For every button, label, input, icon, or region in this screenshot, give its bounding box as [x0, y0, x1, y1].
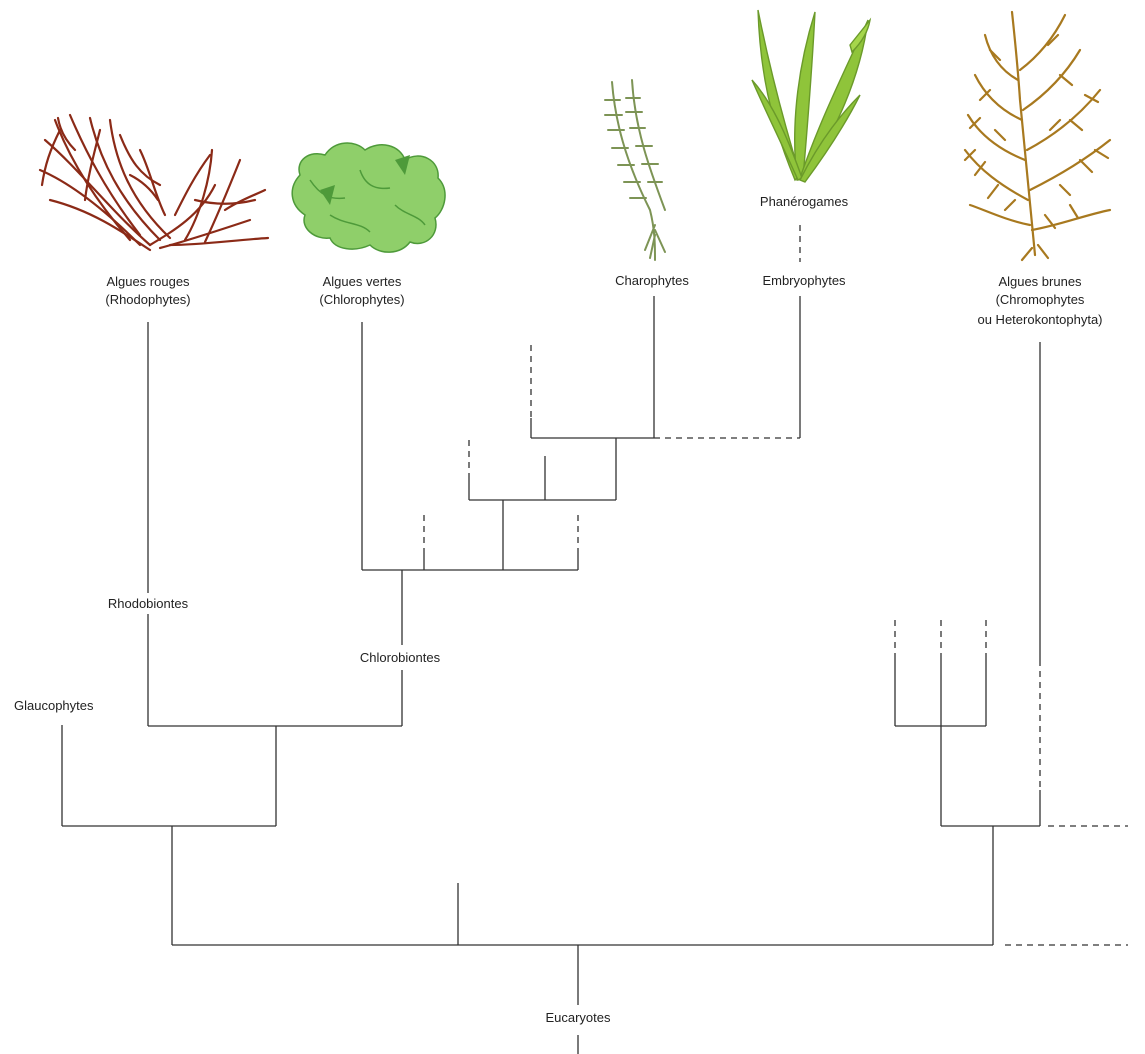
clade-label-chlorobiontes: Chlorobiontes [360, 650, 441, 665]
leaf-label-brown-algae-3: ou Heterokontophyta) [977, 312, 1102, 327]
leaf-label-red-algae-1: Algues rouges [106, 274, 190, 289]
leaf-label-green-algae-1: Algues vertes [323, 274, 402, 289]
leaf-label-charophytes: Charophytes [615, 273, 689, 288]
clade-label-glaucophytes: Glaucophytes [14, 698, 94, 713]
charophyte-illustration [605, 80, 665, 260]
tree-branches [62, 225, 1128, 1054]
root-label-eucaryotes: Eucaryotes [545, 1010, 611, 1025]
leaf-label-green-algae-2: (Chlorophytes) [319, 292, 404, 307]
leaf-label-phanerogames: Phanérogames [760, 194, 849, 209]
brown-alga-illustration [965, 12, 1110, 260]
green-alga-illustration [292, 143, 445, 252]
clade-label-rhodobiontes: Rhodobiontes [108, 596, 189, 611]
phanerogam-illustration [752, 10, 870, 182]
leaf-label-brown-algae-1: Algues brunes [998, 274, 1082, 289]
leaf-label-brown-algae-2: (Chromophytes [996, 292, 1085, 307]
leaf-label-embryophytes: Embryophytes [762, 273, 846, 288]
red-alga-illustration [40, 115, 268, 250]
leaf-label-red-algae-2: (Rhodophytes) [105, 292, 190, 307]
